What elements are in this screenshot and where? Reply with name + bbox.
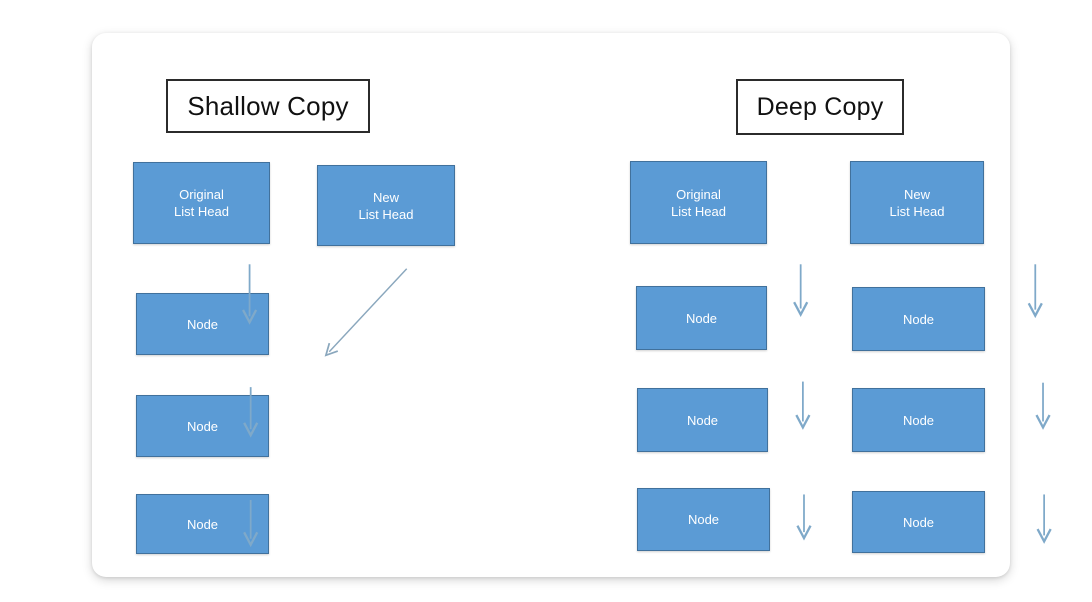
arrow-shallow-newhead-to-node1 [324, 268, 408, 357]
deep-original-node-3-label: Node [687, 512, 720, 527]
shallow-original-list-head[interactable]: Original List Head [133, 162, 270, 244]
deep-original-node-1-label: Node [685, 310, 718, 326]
shallow-original-list-head-line2: List Head [174, 204, 229, 219]
deep-original-list-head-line1: Original [676, 186, 721, 202]
title-shallow-copy-label: Shallow Copy [187, 91, 349, 121]
deep-original-list-head-line2: List Head [671, 203, 726, 219]
title-shallow-copy: Shallow Copy [166, 79, 370, 133]
shallow-original-node-2-label: Node [186, 418, 219, 434]
title-deep-copy: Deep Copy [736, 79, 904, 135]
shallow-original-node-1-label: Node [186, 316, 219, 332]
deep-original-node-1[interactable]: Node [636, 286, 767, 350]
deep-original-node-2[interactable]: Node [637, 388, 768, 452]
deep-new-node-2[interactable]: Node [852, 388, 985, 452]
deep-original-node-3[interactable]: Node [637, 488, 770, 551]
deep-new-list-head-line2: List Head [889, 203, 945, 219]
shallow-new-list-head-line1: New [372, 189, 399, 205]
shallow-original-node-1[interactable]: Node [136, 293, 269, 355]
deep-original-list-head[interactable]: Original List Head [630, 161, 767, 244]
shallow-original-list-head-line1: Original [179, 187, 224, 202]
deep-new-node-1-label: Node [902, 311, 935, 327]
deep-new-node-2-label: Node [902, 412, 935, 428]
shallow-new-list-head[interactable]: New List Head [317, 165, 455, 246]
shallow-original-node-2[interactable]: Node [136, 395, 269, 457]
deep-new-list-head-line1: New [903, 186, 930, 202]
shallow-original-node-3[interactable]: Node [136, 494, 269, 554]
deep-new-list-head[interactable]: New List Head [850, 161, 984, 244]
shallow-new-list-head-line2: List Head [358, 206, 414, 222]
shallow-original-node-3-label: Node [186, 516, 219, 532]
title-deep-copy-label: Deep Copy [756, 92, 884, 121]
diagram-card: Shallow Copy Deep Copy Original List Hea… [92, 33, 1052, 577]
deep-new-node-3[interactable]: Node [852, 491, 985, 553]
deep-original-node-2-label: Node [686, 412, 719, 428]
deep-new-node-3-label: Node [902, 514, 935, 530]
deep-new-node-1[interactable]: Node [852, 287, 985, 351]
